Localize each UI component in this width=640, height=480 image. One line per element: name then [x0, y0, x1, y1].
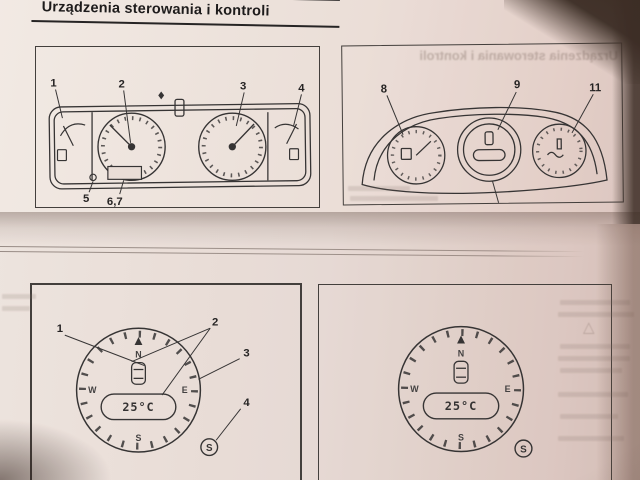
s-badge-letter: S	[520, 445, 527, 456]
page-edge-right	[612, 0, 640, 224]
callout-2: 2	[119, 78, 125, 90]
left-side-gauge	[56, 123, 86, 162]
photo-corner-shadow-bottom-left	[0, 410, 150, 480]
callout-2: 2	[212, 316, 218, 328]
reset-knob	[89, 173, 97, 182]
callout-3: 3	[243, 348, 249, 360]
letter-east: E	[505, 384, 511, 394]
letter-south: S	[458, 433, 464, 443]
gauge-needle	[62, 125, 74, 147]
callout-1: 1	[57, 323, 63, 335]
tachometer-dial	[198, 112, 267, 182]
showthrough-text-bar	[2, 294, 36, 299]
letter-west: W	[410, 384, 419, 394]
letter-west: W	[88, 385, 97, 395]
fuel-gauge	[386, 126, 446, 185]
temp-gauge	[532, 123, 587, 179]
dial-ticks	[536, 127, 583, 175]
compass-letters: N E S W	[410, 348, 510, 442]
showthrough-text-bar	[2, 306, 30, 311]
temperature-display: 25°C	[422, 392, 500, 420]
ghost-warning-triangle-icon: △	[583, 319, 595, 336]
s-button-badge: S	[514, 439, 533, 458]
page-edge-right-lower	[596, 224, 640, 480]
header-rule-2	[0, 251, 602, 258]
needle	[231, 123, 255, 148]
callout-4: 4	[243, 397, 250, 409]
fuel-pump-icon	[400, 147, 412, 161]
letter-east: E	[182, 385, 188, 395]
section-header: Urządzenia sterowania i kontroli	[31, 0, 340, 28]
right-side-gauge	[274, 123, 300, 161]
callout-6-7: 6,7	[107, 196, 123, 207]
center-indicator-tab	[174, 98, 185, 117]
temperature-icon	[289, 148, 300, 161]
callout-8: 8	[381, 83, 387, 95]
needle-hub	[127, 143, 136, 151]
showthrough-text-bar	[348, 186, 410, 191]
letter-north: N	[458, 348, 464, 358]
north-pointer-icon	[457, 335, 465, 344]
thermometer-icon	[556, 138, 562, 150]
center-compass-gauge	[456, 117, 522, 203]
page-title: Urządzenia sterowania i kontroli	[41, 0, 270, 20]
indicator-arrow-icon	[158, 91, 165, 100]
car-icon	[130, 361, 147, 385]
callout-4: 4	[298, 82, 305, 94]
showthrough-text-bar	[350, 196, 438, 201]
cluster-housing	[48, 91, 312, 190]
coolant-wave-icon	[547, 151, 564, 158]
instrument-cluster-figure: 1 2 3 4 5 6,7	[48, 78, 312, 207]
odometer-window	[107, 165, 143, 180]
callout-5: 5	[83, 193, 89, 205]
gauge-needle	[286, 123, 298, 145]
fuel-pump-icon	[56, 149, 67, 162]
s-badge-letter: S	[206, 443, 213, 454]
callout-leader-lines	[386, 91, 594, 135]
s-button-badge: S	[200, 438, 219, 457]
car-icon	[484, 131, 494, 146]
north-pointer-icon	[134, 337, 143, 345]
display-window	[472, 148, 506, 162]
figure-box-instrument-cluster: 1 2 3 4 5 6,7	[35, 46, 320, 208]
callout-3: 3	[240, 80, 246, 92]
car-icon	[453, 360, 469, 384]
needle-hub	[228, 143, 236, 151]
needle	[415, 140, 432, 156]
callout-1: 1	[50, 78, 56, 90]
temperature-value: 25°C	[445, 399, 478, 413]
